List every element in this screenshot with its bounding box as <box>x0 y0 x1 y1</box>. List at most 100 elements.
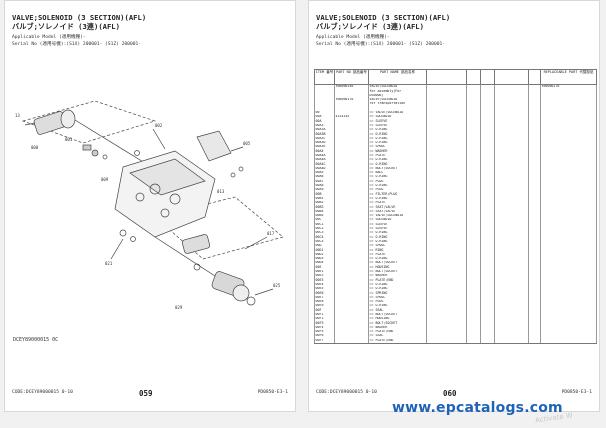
callout: 013 <box>217 189 225 194</box>
cell-replaceable <box>540 226 597 232</box>
table-row: 00A5== BALL <box>314 170 597 176</box>
cell-replaceable <box>540 136 597 141</box>
cell-replaceable <box>540 286 597 292</box>
cell-item: 00F7 <box>314 338 335 344</box>
cell-qty2 <box>480 338 495 344</box>
exploded-diagram: 13 000 001 002 005 009 013 017 021 025 0… <box>15 100 284 310</box>
cell-replaceable <box>540 218 597 223</box>
cell-order-code <box>426 338 467 344</box>
cell-replaceable <box>540 149 597 154</box>
table-row: 00F== SEAL <box>314 308 597 313</box>
cell-replaceable <box>540 222 597 227</box>
table-row: 00A== SLEEVE <box>314 119 597 124</box>
page-number: 060 <box>443 389 457 398</box>
table-row: 00B3== SEAT;VALVE <box>314 205 597 210</box>
cell-replaceable <box>540 243 597 249</box>
table-row: 00E8== PLUG <box>314 299 597 305</box>
cell-replaceable <box>540 179 597 184</box>
cell-replaceable <box>540 123 597 128</box>
cell-replaceable <box>540 312 597 318</box>
cell-replaceable <box>540 265 597 270</box>
callout: 025 <box>273 283 281 288</box>
table-row <box>314 106 597 111</box>
cell-part-no <box>334 338 369 344</box>
table-row: 00B5== VALVE;SOLENOID <box>314 213 597 219</box>
table-row: 00C2== SLEEVE <box>314 226 597 232</box>
cell-part-name: == PLATE;END <box>368 338 427 344</box>
footer-right: PD0850-E3-1 <box>257 390 288 395</box>
cell-replaceable <box>540 175 597 180</box>
page-title: VALVE;SOLENOID (3 SECTION)(AFL) <box>316 13 451 22</box>
callout: 13 <box>15 113 20 118</box>
header-part-name: PART NAME 部品名称 <box>368 69 427 85</box>
table-row: 00A9== PLUG <box>314 188 597 193</box>
cell-replaceable <box>540 248 597 253</box>
table-row: 00E5== O-RING <box>314 286 597 292</box>
table-row: 00D4== BOLT;SOCKET <box>314 261 597 266</box>
table-row: 00E2== WASHER <box>314 274 597 279</box>
cell-replaceable <box>540 192 597 197</box>
cell-replaceable <box>540 209 597 214</box>
cell-replaceable <box>540 308 597 313</box>
table-row: 00E3== PLATE;END <box>314 278 597 283</box>
table-row: 00A6== O-RING <box>314 175 597 180</box>
cell-replaceable <box>540 261 597 266</box>
cell-replaceable <box>540 166 597 171</box>
table-row: 00E9== O-RING <box>314 304 597 309</box>
table-row: 00E7== SPOOL <box>314 295 597 300</box>
table-row: 00F3== BOLT;SOCKET <box>314 321 597 326</box>
callout: 009 <box>101 177 109 182</box>
applicable-model: Applicable Model (適用機種)- <box>12 35 86 40</box>
callout: 002 <box>155 123 163 128</box>
cell-replaceable <box>540 256 597 262</box>
cell-replaceable <box>540 93 597 98</box>
page-number: 059 <box>139 389 153 398</box>
page-title: VALVE;SOLENOID (3 SECTION)(AFL) <box>12 13 147 22</box>
table-row: 00D1== RING <box>314 248 597 253</box>
header-col-6 <box>480 69 495 85</box>
table-row: 00C1== SLEEVE <box>314 222 597 227</box>
header-col-4 <box>426 69 467 85</box>
callout: 021 <box>105 261 113 266</box>
table-row: 00F6== SEAL <box>314 334 597 339</box>
cell-qty <box>466 338 481 344</box>
dashed-box-top <box>21 100 157 144</box>
table-row: 00F2== HOUSING <box>314 317 597 322</box>
header-col-7 <box>494 69 529 85</box>
table-row: 00F4== WASHER <box>314 325 597 330</box>
cell-replaceable <box>540 132 597 137</box>
cell-replaceable <box>540 304 597 309</box>
left-page: VALVE;SOLENOID (3 SECTION)(AFL) バルブ;ソレノイ… <box>4 0 296 412</box>
table-row: 00F7 == PLATE;END <box>314 338 597 344</box>
table-row: 00A4== WASHER <box>314 149 597 154</box>
table-row: 00D== SPOOL <box>314 243 597 249</box>
table-row: 00B4== SEAT;VALVE <box>314 209 597 214</box>
footer-code: CODE:DCEY89000015 0-10 <box>316 390 377 395</box>
cell-replaceable <box>540 153 597 159</box>
callout: 000 <box>31 145 39 150</box>
watermark: www.epcatalogs.com <box>392 400 563 416</box>
cell-replaceable <box>540 183 597 189</box>
table-row: 00C5== O-RING <box>314 239 597 244</box>
cell-replaceable <box>540 334 597 339</box>
cell-replaceable <box>540 269 597 275</box>
header-item: ITEM 番号 <box>314 69 335 85</box>
cell-replaceable <box>540 235 597 240</box>
table-row: 00F5== PLATE;END <box>314 329 597 335</box>
cell-serial <box>494 338 529 344</box>
table-row: 00A7== PLUG <box>314 179 597 184</box>
table-row: DS0000) <box>314 93 597 98</box>
right-page: VALVE;SOLENOID (3 SECTION)(AFL) バルブ;ソレノイ… <box>308 0 600 412</box>
footer-code: CODE:DCEY89000015 0-10 <box>12 390 73 395</box>
callout: 001 <box>65 137 73 142</box>
table-row: 00A3E== SPOOL <box>314 145 597 150</box>
cell-replaceable <box>540 115 597 120</box>
cell-replaceable <box>540 196 597 202</box>
cell-replaceable <box>540 252 597 257</box>
table-row: 00A3C== O-RING <box>314 136 597 141</box>
cell-replaceable <box>540 158 597 163</box>
table-row: 00A3D== O-RING <box>314 140 597 146</box>
